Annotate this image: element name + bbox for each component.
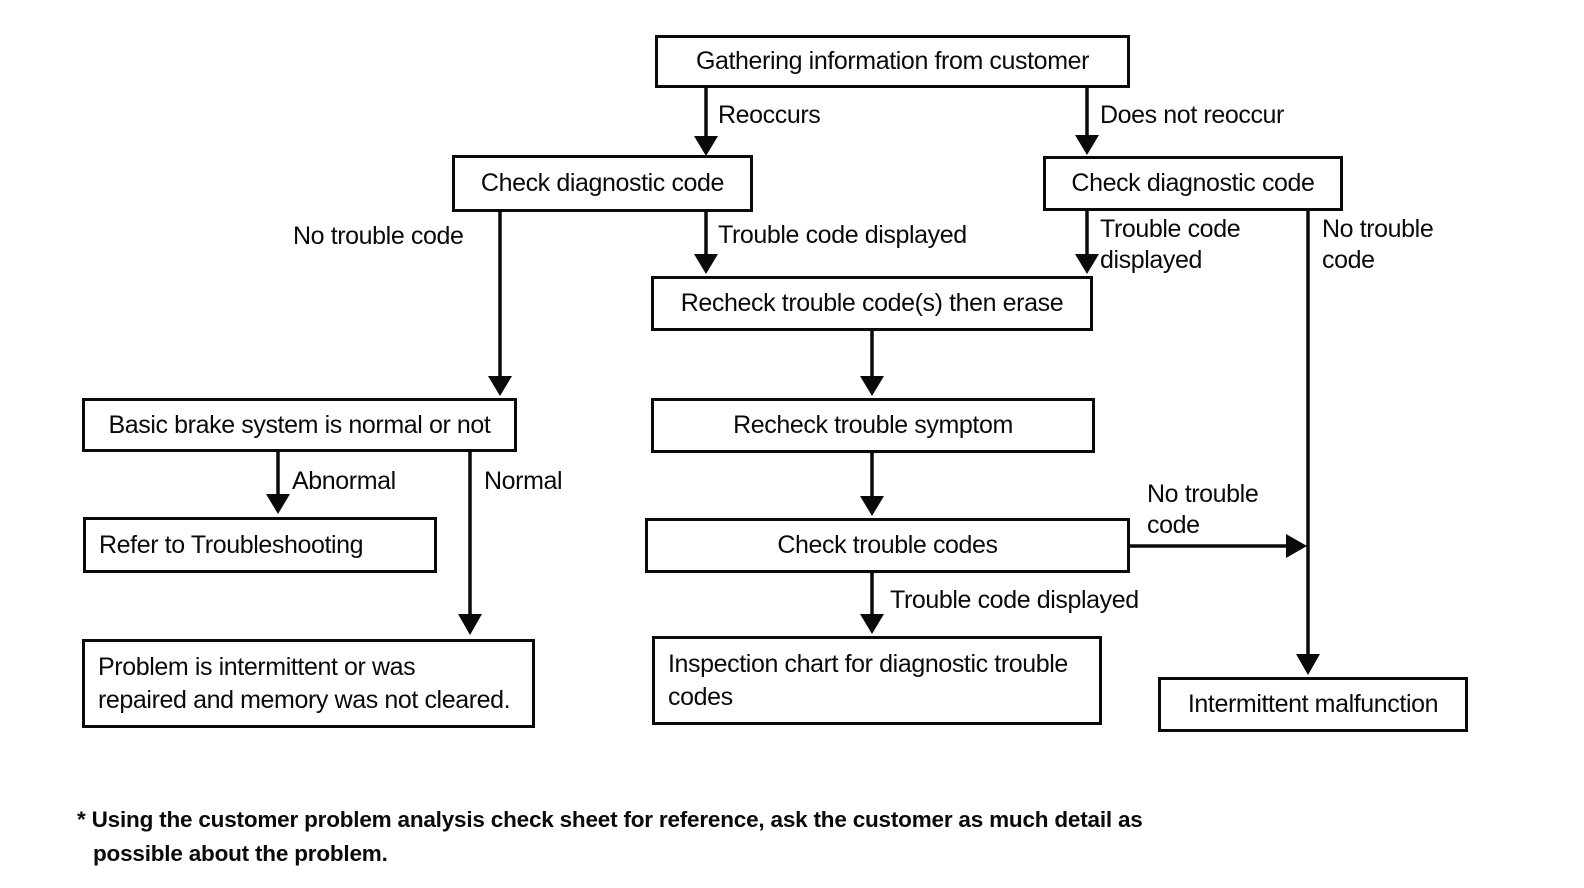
footnote-customer-problem-analysis: * Using the customer problem analysis ch… — [77, 807, 1143, 866]
flow-box-check-diagnostic-code-right: Check diagnostic code — [1043, 156, 1343, 211]
flow-box-gathering-info: Gathering information from customer — [655, 35, 1130, 88]
connector-no-trouble-code-right — [1296, 211, 1320, 675]
connector-codes-to-inspection — [860, 573, 884, 634]
flow-box-refer-troubleshooting: Refer to Troubleshooting — [83, 517, 437, 573]
branch-label-abnormal: Abnormal — [292, 467, 396, 495]
flow-box-inspection-chart: Inspection chart for diagnostic trouble … — [652, 636, 1102, 725]
branch-label-normal: Normal — [484, 467, 563, 495]
connector-trouble-code-displayed-right — [1075, 211, 1099, 274]
flow-box-check-trouble-codes: Check trouble codes — [645, 518, 1130, 573]
connector-does-not-reoccur — [1075, 88, 1099, 155]
branch-label-no-trouble-code-left: No trouble code — [293, 222, 464, 250]
flow-box-check-diagnostic-code-left: Check diagnostic code — [452, 155, 753, 212]
flow-box-intermittent-malfunction: Intermittent malfunction — [1158, 677, 1468, 732]
flow-box-basic-brake-system: Basic brake system is normal or not — [82, 398, 517, 452]
connector-symptom-to-codes — [860, 453, 884, 516]
branch-label-trouble-code-displayed-bottom: Trouble code displayed — [890, 586, 1139, 614]
connector-abnormal — [266, 452, 290, 514]
connector-reoccurs — [694, 88, 718, 156]
branch-label-does-not-reoccur: Does not reoccur — [1100, 101, 1284, 129]
flow-box-recheck-trouble-codes-erase: Recheck trouble code(s) then erase — [651, 276, 1093, 331]
connector-no-trouble-code-left — [488, 212, 512, 396]
branch-label-trouble-code-displayed-mid: Trouble code displayed — [718, 221, 967, 249]
connector-trouble-code-displayed-mid — [694, 212, 718, 274]
branch-label-trouble-code-displayed-right: Trouble code displayed — [1100, 215, 1241, 274]
flow-box-problem-intermittent: Problem is intermittent or was repaired … — [82, 639, 535, 728]
branch-label-no-trouble-code-side: No trouble code — [1147, 480, 1259, 539]
connector-normal — [458, 452, 482, 635]
connector-erase-to-symptom — [860, 331, 884, 396]
branch-label-no-trouble-code-right: No trouble code — [1322, 215, 1434, 274]
branch-label-reoccurs: Reoccurs — [718, 101, 821, 129]
flow-box-recheck-trouble-symptom: Recheck trouble symptom — [651, 398, 1095, 453]
